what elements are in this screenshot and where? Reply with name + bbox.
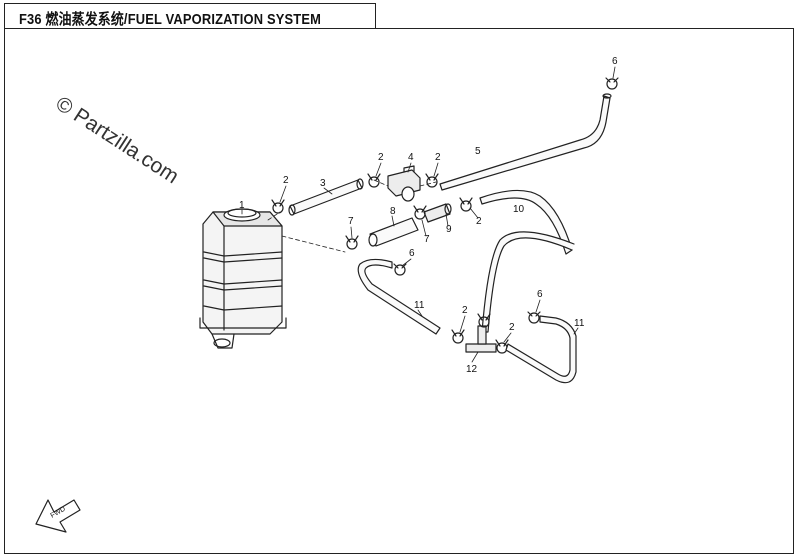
callout-11: 11 xyxy=(574,318,585,329)
hose-3 xyxy=(288,178,364,216)
clamp-2-a xyxy=(271,199,285,214)
callout-6: 6 xyxy=(612,56,618,67)
callout-10: 10 xyxy=(513,204,525,215)
carbon-canister xyxy=(199,208,287,349)
clamp-2-b xyxy=(367,173,381,188)
fwd-arrow: FWD xyxy=(35,499,81,533)
connector-9 xyxy=(423,203,452,223)
hose-11-a xyxy=(357,258,441,335)
callout-2: 2 xyxy=(509,322,515,333)
callout-leaders xyxy=(241,66,616,363)
callout-12: 12 xyxy=(466,364,478,375)
clamp-2-e xyxy=(451,329,465,344)
callout-4: 4 xyxy=(408,152,414,163)
clamp-2-f xyxy=(495,339,509,354)
callout-7: 7 xyxy=(348,216,354,227)
hose-11-b xyxy=(505,315,577,384)
callout-2: 2 xyxy=(435,152,441,163)
clamp-2-d xyxy=(459,197,473,212)
callout-5: 5 xyxy=(475,146,481,157)
clamp-2-c xyxy=(425,173,439,188)
t-connector-12 xyxy=(465,325,497,353)
callout-8: 8 xyxy=(390,206,396,217)
callout-9: 9 xyxy=(446,224,452,235)
title-box: F36 燃油蒸发系统/FUEL VAPORIZATION SYSTEM xyxy=(4,3,376,29)
callout-3: 3 xyxy=(320,178,326,189)
callout-6: 6 xyxy=(537,289,543,300)
clamp-7-a xyxy=(345,235,359,250)
callout-7: 7 xyxy=(424,234,430,245)
clamp-7-b xyxy=(413,205,427,220)
hose-8 xyxy=(368,217,419,247)
diagram-title: F36 燃油蒸发系统/FUEL VAPORIZATION SYSTEM xyxy=(19,11,322,28)
clamp-6-a xyxy=(605,77,619,90)
callout-1: 1 xyxy=(239,200,245,211)
hose-10 xyxy=(479,189,575,333)
check-valve-4 xyxy=(387,165,421,202)
hose-5 xyxy=(439,93,612,191)
callout-2: 2 xyxy=(476,216,482,227)
callout-2: 2 xyxy=(378,152,384,163)
clamp-6-c xyxy=(527,311,541,324)
callout-2: 2 xyxy=(283,175,289,186)
callout-2: 2 xyxy=(462,305,468,316)
callout-labels: 1 2 3 2 4 2 5 6 7 8 7 9 2 10 6 11 2 2 6 … xyxy=(239,56,618,375)
clamp-6-b xyxy=(393,263,407,276)
diagram-frame xyxy=(4,28,794,554)
callout-6: 6 xyxy=(409,248,415,259)
clamp-2-g xyxy=(477,313,491,328)
callout-11: 11 xyxy=(414,300,425,311)
